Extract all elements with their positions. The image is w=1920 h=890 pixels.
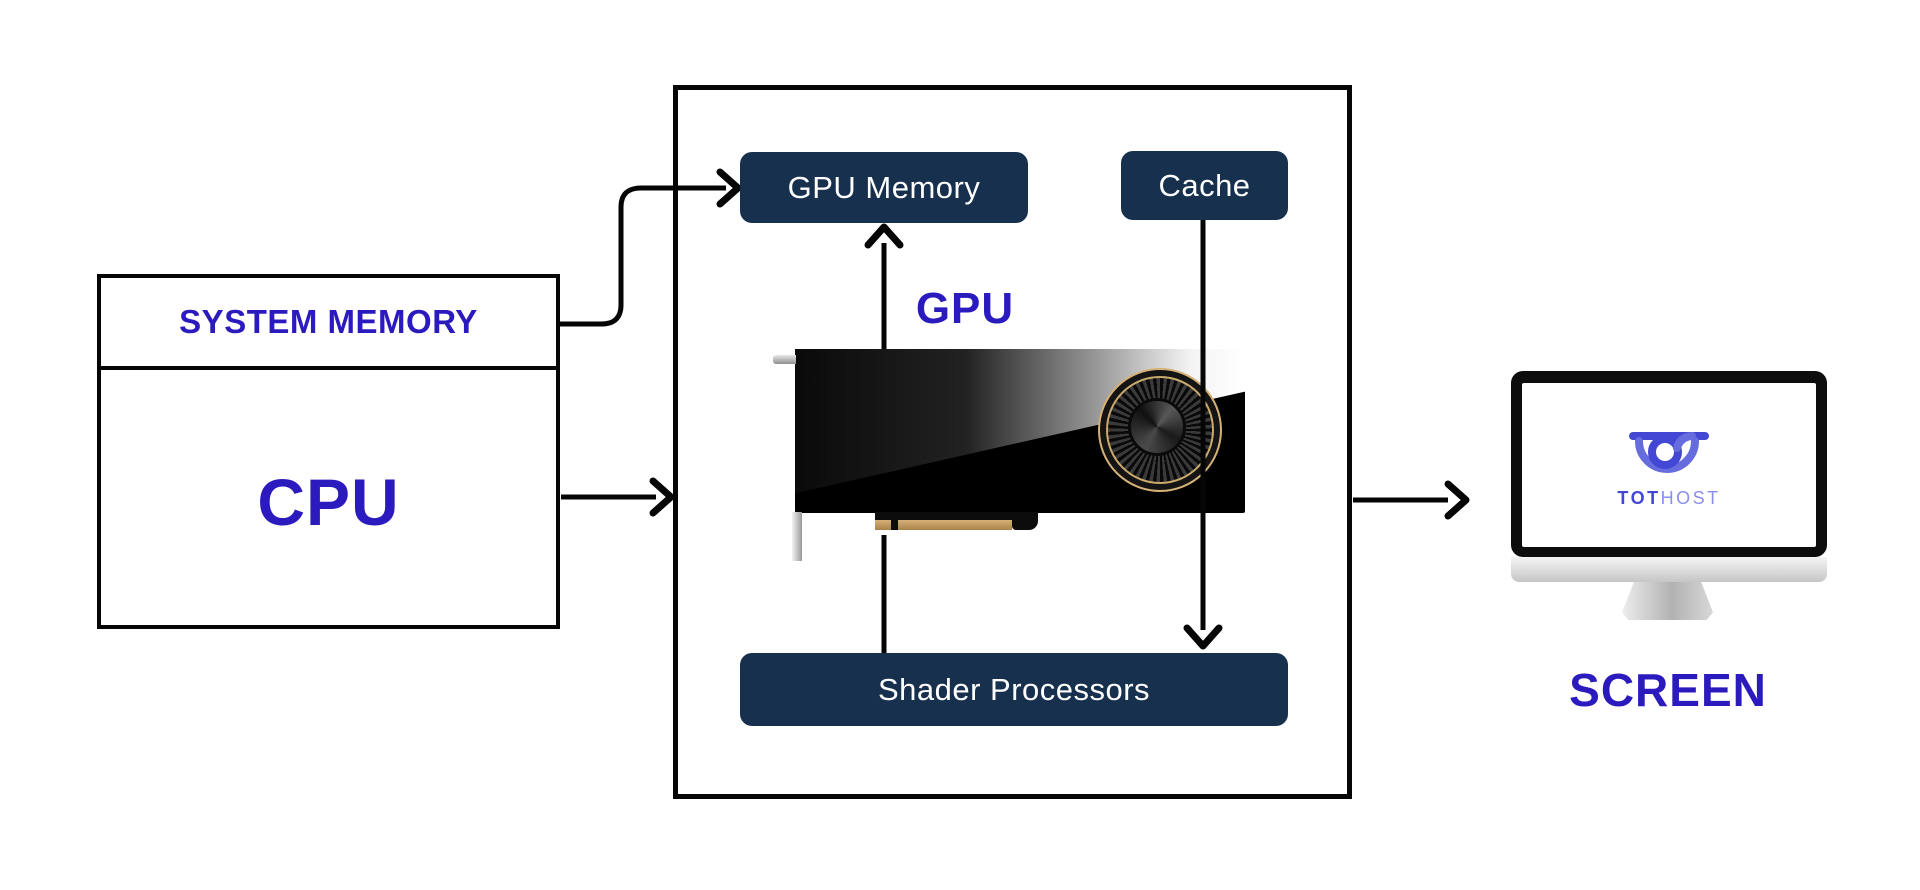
pcie-gold-fingers (875, 520, 1012, 530)
monitor-screen: TOTHOST (1522, 383, 1816, 547)
gpu-fan-icon (1098, 368, 1222, 492)
gpu-title: GPU (915, 284, 1015, 333)
graphics-card-bracket (792, 512, 802, 561)
gpu-memory-label: GPU Memory (787, 169, 981, 205)
system-memory-row: SYSTEM MEMORY (101, 278, 556, 370)
monitor-stand-shoulder (1511, 557, 1827, 582)
cache-label: Cache (1158, 167, 1251, 203)
shader-processors-label: Shader Processors (877, 671, 1151, 707)
monitor-stand-neck (1622, 582, 1713, 620)
cpu-block: SYSTEM MEMORY CPU (97, 274, 560, 629)
gpu-memory-box: GPU Memory (740, 152, 1028, 223)
system-memory-label: SYSTEM MEMORY (179, 303, 478, 340)
logo-text-tot: TOT (1617, 487, 1661, 508)
tothost-logo-icon (1629, 431, 1709, 473)
logo-text-host: HOST (1660, 487, 1721, 508)
graphics-card-bracket-tab (773, 355, 796, 364)
pcie-connector (875, 512, 1012, 530)
pcie-notch (891, 520, 898, 530)
cache-box: Cache (1121, 151, 1288, 220)
arrowhead-screen (1444, 480, 1470, 520)
gpu-fan-hub (1128, 398, 1186, 456)
arrowhead-gpu (649, 477, 675, 517)
tothost-logo-text: TOTHOST (1617, 488, 1720, 509)
screen-label: SCREEN (1569, 664, 1767, 716)
cpu-main-area: CPU (101, 374, 556, 629)
pcie-latch-hook (1012, 512, 1038, 530)
shader-processors-box: Shader Processors (740, 653, 1288, 726)
gpu-block-outline (673, 85, 1352, 799)
graphics-card-illustration (773, 349, 1245, 561)
cpu-label: CPU (257, 464, 400, 539)
monitor-illustration: TOTHOST (1511, 371, 1827, 557)
